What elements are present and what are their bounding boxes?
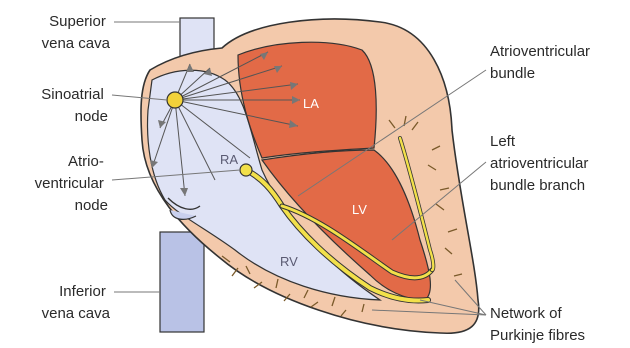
label-superior-vena-cava-line1: Superior [49, 13, 106, 30]
label-purkinje-line1: Network of [490, 305, 563, 322]
label-sinoatrial-node: Sinoatrial node [41, 86, 108, 125]
label-av-bundle-line1: Atrioventricular [490, 43, 590, 60]
label-left-bundle-branch-line2: atrioventricular [490, 155, 588, 172]
chamber-label-lv: LV [352, 202, 367, 217]
sinoatrial-node [167, 92, 183, 108]
label-inferior-vena-cava-line2: vena cava [42, 305, 111, 322]
label-sinoatrial-node-line1: Sinoatrial [41, 86, 104, 103]
label-left-bundle-branch-line3: bundle branch [490, 177, 585, 194]
label-av-node: Atrio- ventricular node [35, 153, 108, 214]
label-purkinje: Network of Purkinje fibres [490, 305, 585, 344]
label-left-bundle-branch: Left atrioventricular bundle branch [490, 133, 593, 194]
label-av-bundle-line2: bundle [490, 65, 535, 82]
label-left-bundle-branch-line1: Left [490, 133, 516, 150]
label-av-node-line3: node [75, 197, 108, 214]
label-inferior-vena-cava-line1: Inferior [59, 283, 106, 300]
inferior-vena-cava-vessel [160, 232, 204, 332]
label-av-bundle: Atrioventricular bundle [490, 43, 594, 82]
label-inferior-vena-cava: Inferior vena cava [42, 283, 111, 322]
chamber-label-rv: RV [280, 254, 298, 269]
atrioventricular-node [240, 164, 252, 176]
chamber-label-ra: RA [220, 152, 238, 167]
label-av-node-line2: ventricular [35, 175, 104, 192]
label-superior-vena-cava-line2: vena cava [42, 35, 111, 52]
label-purkinje-line2: Purkinje fibres [490, 327, 585, 344]
label-av-node-line1: Atrio- [68, 153, 104, 170]
chamber-label-la: LA [303, 96, 319, 111]
label-superior-vena-cava: Superior vena cava [42, 13, 111, 52]
label-sinoatrial-node-line2: node [75, 108, 108, 125]
